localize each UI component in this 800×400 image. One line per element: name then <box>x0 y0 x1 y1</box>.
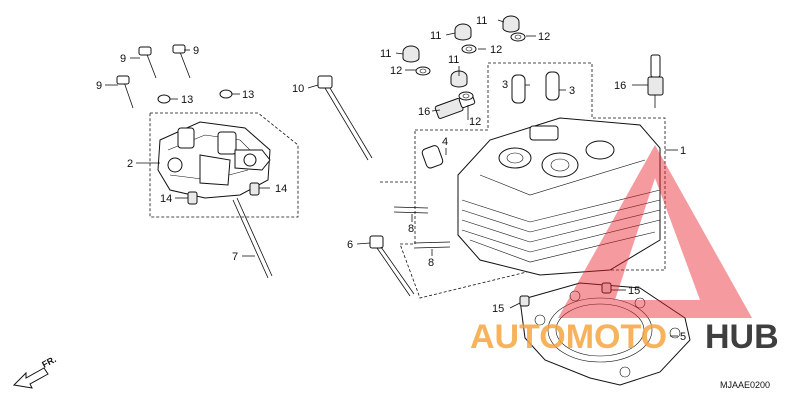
callout-4: 4 <box>442 136 448 148</box>
callout-6: 6 <box>347 239 353 251</box>
callout-12b: 12 <box>490 44 502 56</box>
callout-11d: 11 <box>448 54 459 66</box>
callout-5: 5 <box>680 331 686 343</box>
long-bolt-10 <box>317 75 373 161</box>
callout-13b: 13 <box>242 89 254 101</box>
front-direction-indicator: FR. <box>12 354 58 389</box>
watermark-text-right: HUB <box>705 318 779 356</box>
watermark-logo: AUTOMOTO HUB <box>470 145 779 356</box>
dowel-pins-15 <box>519 282 612 307</box>
callout-12c: 12 <box>390 65 402 77</box>
callout-8a: 8 <box>408 223 414 235</box>
sleeve-4 <box>421 145 444 169</box>
watermark-text-left: AUTOMOTO <box>470 318 667 356</box>
dowel-pins-14 <box>187 182 260 205</box>
diagram-code: MJAAE0200 <box>720 380 770 390</box>
cylinder-head <box>457 117 661 276</box>
callout-11c: 11 <box>380 48 391 60</box>
warning-triangle-icon <box>558 145 752 318</box>
leader-lines <box>105 19 678 337</box>
callout-9a: 9 <box>120 53 126 65</box>
callout-15b: 15 <box>492 303 504 315</box>
stud-bolt-7 <box>232 197 273 279</box>
front-arrow-icon <box>12 367 49 389</box>
washers-12 <box>415 32 526 101</box>
callout-11a: 11 <box>476 15 487 27</box>
callout-13a: 13 <box>181 94 193 106</box>
callout-14a: 14 <box>160 193 172 205</box>
callout-12d: 12 <box>469 116 481 128</box>
cylinder-head-outline <box>399 62 666 299</box>
callout-3b: 3 <box>569 85 575 97</box>
callout-16b: 16 <box>418 106 430 118</box>
callout-15a: 15 <box>628 285 640 297</box>
rocker-arm-holder <box>157 121 271 199</box>
callout-3a: 3 <box>502 79 508 91</box>
callout-10: 10 <box>292 83 304 95</box>
callout-7: 7 <box>232 251 238 263</box>
callout-2: 2 <box>127 158 133 170</box>
callout-labels: 1 2 3 3 4 5 6 7 8 8 9 9 9 10 11 11 11 11… <box>96 15 686 343</box>
callout-1: 1 <box>680 145 686 157</box>
callout-16a: 16 <box>614 80 626 92</box>
valve-guides-3 <box>511 71 560 104</box>
spark-plug-right <box>647 54 664 108</box>
callout-11b: 11 <box>430 30 441 42</box>
rocker-assembly-outline <box>149 112 299 218</box>
head-gasket <box>519 282 691 386</box>
callout-9b: 9 <box>193 45 199 57</box>
front-label: FR. <box>40 354 57 370</box>
callout-12a: 12 <box>538 31 550 43</box>
callout-14b: 14 <box>275 183 287 195</box>
rocker-bolts <box>116 44 191 109</box>
callout-8b: 8 <box>428 257 434 269</box>
stud-bolts-8 <box>393 206 451 249</box>
rocker-nuts <box>157 89 233 104</box>
long-bolt-6 <box>369 235 415 297</box>
caps-11 <box>402 15 520 88</box>
callout-9c: 9 <box>96 80 102 92</box>
